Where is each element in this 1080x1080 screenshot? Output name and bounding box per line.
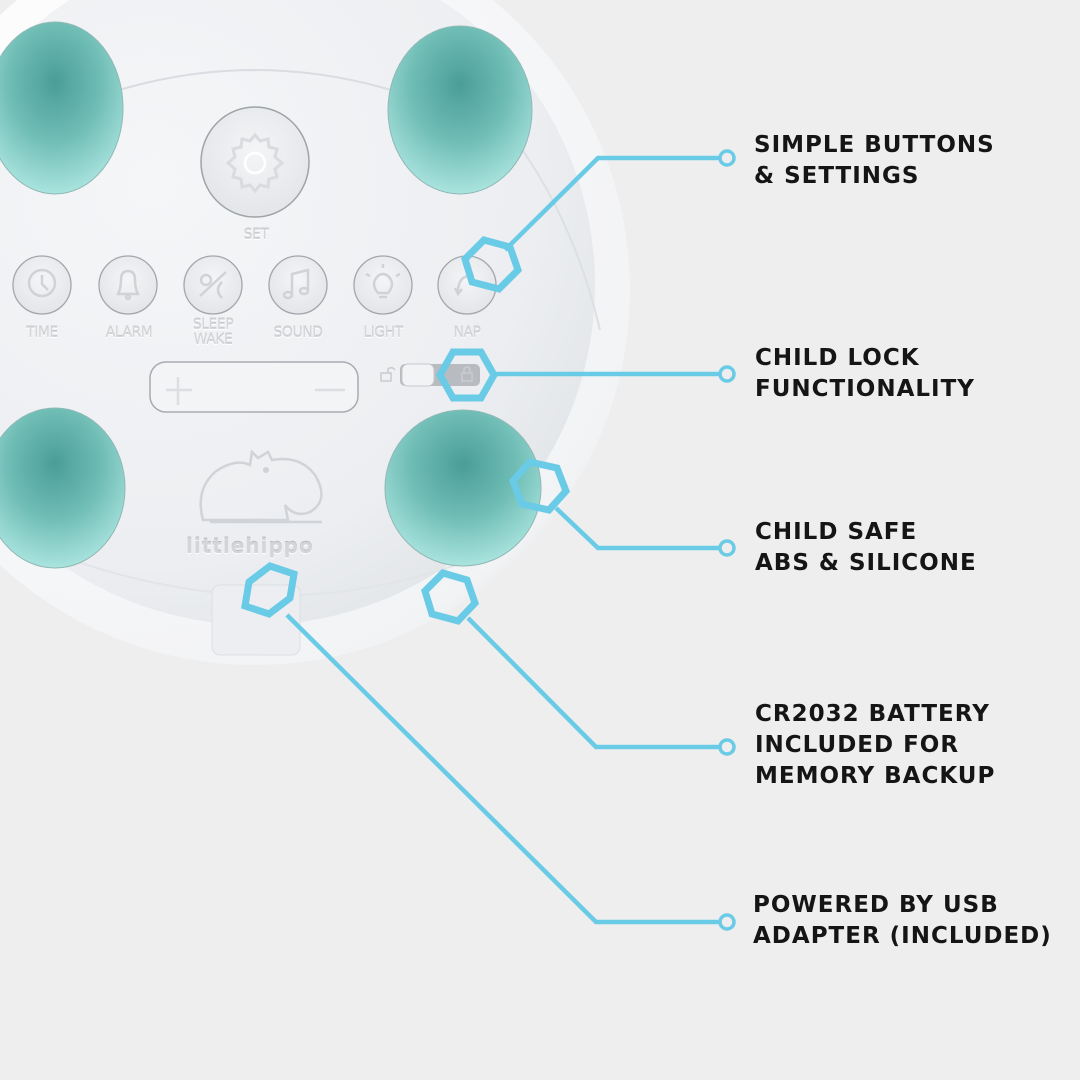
connector-battery [466,616,721,750]
callout-terminals [718,149,736,931]
alarm-button[interactable] [98,255,158,315]
connector-usb [285,613,721,925]
light-button-label: LIGHT [363,325,403,341]
callout-line: & SETTINGS [754,163,920,189]
hexagon-battery [421,569,480,625]
sound-button-label: SOUND [273,325,323,341]
sleep-wake-button-label: SLEEP WAKE [183,318,243,348]
brand-logo-text: littlehippo [186,534,314,558]
callout-line: CHILD SAFE [755,519,918,545]
time-button-label: TIME [26,325,58,341]
wake-label: WAKE [193,332,233,348]
lock-icon [461,366,473,382]
adjust-rocker[interactable] [149,361,359,413]
callout-line: POWERED BY USB [753,892,999,918]
set-button-label: SET [243,227,269,243]
hexagon-usb [241,562,298,618]
time-button[interactable] [12,255,72,315]
light-bulb-icon [365,264,401,299]
alarm-button-label: ALARM [105,325,153,341]
gear-icon [225,132,285,194]
callout-child-safe: CHILD SAFE ABS & SILICONE [755,517,977,579]
hexagon-child-lock [435,348,499,402]
callout-line: CR2032 BATTERY [755,701,990,727]
callout-line: ABS & SILICONE [755,550,977,576]
music-note-icon [282,268,310,300]
callout-line: MEMORY BACKUP [755,763,996,789]
sleep-label: SLEEP [192,317,234,333]
callout-line: INCLUDED FOR [755,732,960,758]
silicone-feet [0,21,542,569]
callout-child-lock: CHILD LOCK FUNCTIONALITY [755,343,975,405]
connector-simple-buttons [503,155,721,252]
callout-connectors [285,155,721,925]
callout-simple-buttons: SIMPLE BUTTONS & SETTINGS [754,130,995,192]
hexagon-markers [241,236,571,625]
sleep-wake-button[interactable] [183,255,243,315]
light-button[interactable] [353,255,413,315]
clock-icon [27,268,57,298]
callout-line: FUNCTIONALITY [755,376,975,402]
sun-moon-icon [199,271,227,299]
plus-icon [166,377,192,405]
callout-line: SIMPLE BUTTONS [754,132,995,158]
hexagon-simple-buttons [461,236,523,293]
nap-button-label: NAP [453,325,482,341]
bell-icon [115,269,141,301]
unlock-icon [380,366,396,382]
set-button[interactable] [200,106,310,218]
connector-child-safe [554,506,721,551]
sound-button[interactable] [268,255,328,315]
callout-line: ADAPTER (INCLUDED) [753,923,1052,949]
callout-usb-power: POWERED BY USB ADAPTER (INCLUDED) [753,890,1052,952]
hippo-logo-icon [199,449,323,524]
hexagon-child-safe [508,458,571,514]
callout-line: CHILD LOCK [755,345,920,371]
callout-battery: CR2032 BATTERY INCLUDED FOR MEMORY BACKU… [755,699,995,792]
